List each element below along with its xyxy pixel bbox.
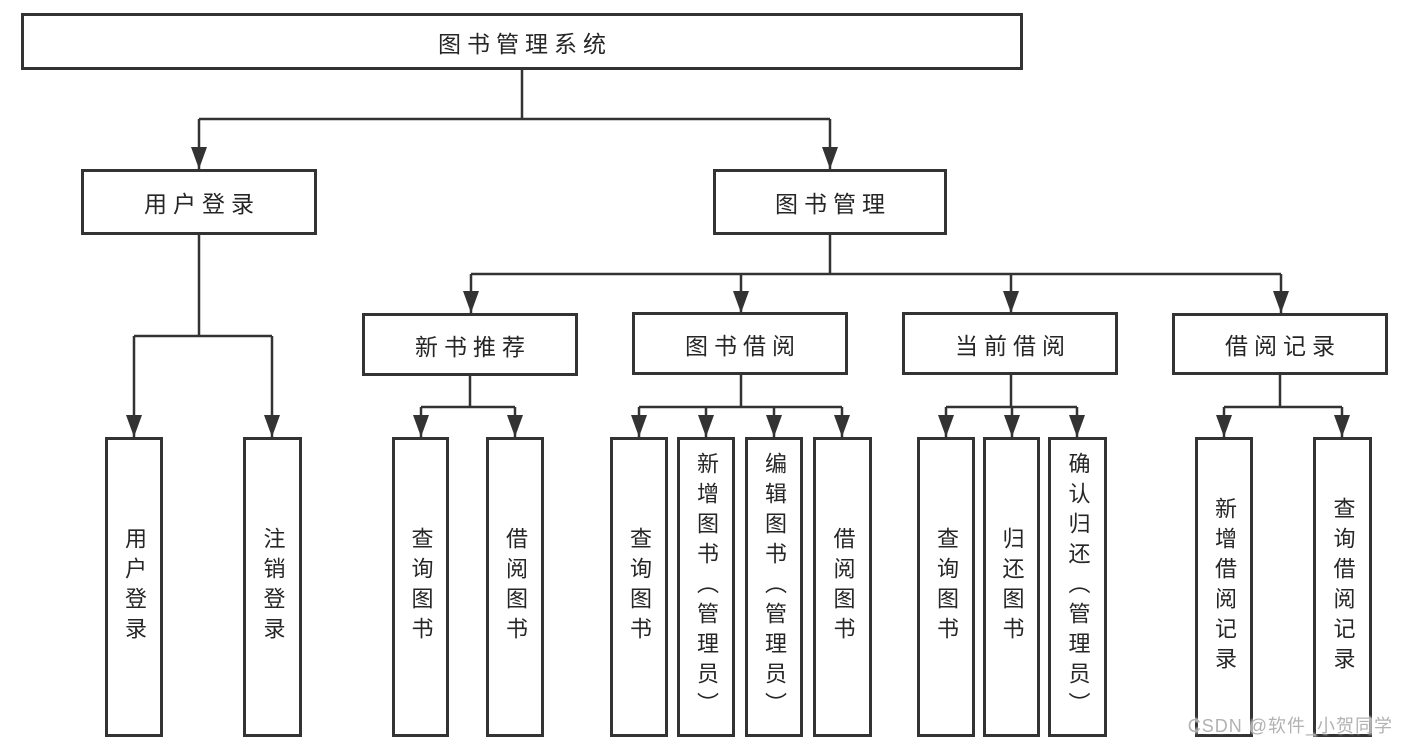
node-book-borrow-label: 图书借阅 (685, 332, 801, 359)
leaf-recommend-query-books-label: 查询图书 (408, 527, 434, 647)
leaf-query-borrow-record: 查询借阅记录 (1313, 437, 1372, 737)
leaf-borrow-books-label: 借阅图书 (830, 527, 856, 647)
node-current-borrow-label: 当前借阅 (955, 332, 1071, 359)
leaf-current-query-books-label: 查询图书 (934, 527, 959, 647)
leaf-recommend-borrow-books-label: 借阅图书 (503, 527, 528, 647)
node-borrow-records-label: 借阅记录 (1225, 333, 1341, 359)
node-root-label: 图书管理系统 (438, 30, 612, 57)
leaf-borrow-books: 借阅图书 (813, 437, 872, 737)
node-current-borrow: 当前借阅 (902, 312, 1118, 375)
leaf-confirm-return-admin: 确认归还（管理员） (1048, 437, 1107, 737)
leaf-borrow-query-books-label: 查询图书 (627, 527, 652, 647)
leaf-add-book-admin: 新增图书（管理员） (677, 437, 735, 737)
node-borrow-records: 借阅记录 (1172, 313, 1388, 375)
leaf-confirm-return-admin-label: 确认归还（管理员） (1065, 452, 1091, 722)
leaf-current-query-books: 查询图书 (917, 437, 975, 737)
leaf-user-login-label: 用户登录 (122, 527, 147, 647)
leaf-logout: 注销登录 (243, 437, 302, 737)
leaf-borrow-query-books: 查询图书 (610, 437, 668, 737)
leaf-query-borrow-record-label: 查询借阅记录 (1330, 497, 1356, 677)
node-book-borrow: 图书借阅 (632, 312, 848, 375)
leaf-add-borrow-record: 新增借阅记录 (1195, 437, 1253, 737)
leaf-recommend-query-books: 查询图书 (392, 437, 449, 737)
node-user-login: 用户登录 (81, 169, 317, 235)
node-new-book-recommend-label: 新书推荐 (415, 333, 531, 360)
leaf-logout-label: 注销登录 (260, 527, 286, 647)
node-book-management-label: 图书管理 (775, 191, 891, 217)
leaf-return-books: 归还图书 (983, 437, 1040, 737)
leaf-recommend-borrow-books: 借阅图书 (486, 437, 544, 737)
connector-paths (132, 70, 1344, 437)
node-root: 图书管理系统 (21, 13, 1023, 70)
leaf-add-borrow-record-label: 新增借阅记录 (1212, 497, 1237, 677)
node-new-book-recommend: 新书推荐 (362, 313, 578, 376)
leaf-edit-book-admin-label: 编辑图书（管理员） (762, 452, 787, 722)
node-user-login-label: 用户登录 (144, 191, 260, 217)
leaf-user-login: 用户登录 (105, 437, 163, 737)
csdn-watermark: CSDN @软件_小贺同学 (1187, 716, 1393, 736)
leaf-return-books-label: 归还图书 (999, 527, 1025, 647)
leaf-add-book-admin-label: 新增图书（管理员） (694, 452, 719, 722)
leaf-edit-book-admin: 编辑图书（管理员） (745, 437, 803, 737)
node-book-management: 图书管理 (713, 169, 947, 235)
